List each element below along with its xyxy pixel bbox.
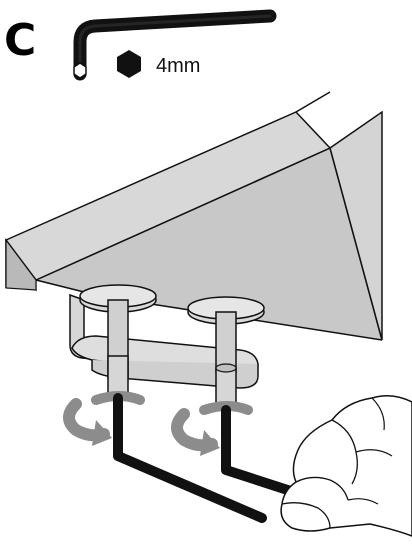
hex-key-left	[118, 398, 262, 518]
hand-illustration	[281, 396, 412, 536]
hexagon-size-icon	[117, 50, 141, 78]
step-letter: C	[4, 15, 36, 66]
hex-size-label: 4mm	[156, 55, 200, 77]
hex-key-right	[226, 410, 300, 494]
rotate-arrow-left	[69, 396, 140, 446]
rotate-arrow-right	[177, 406, 248, 456]
